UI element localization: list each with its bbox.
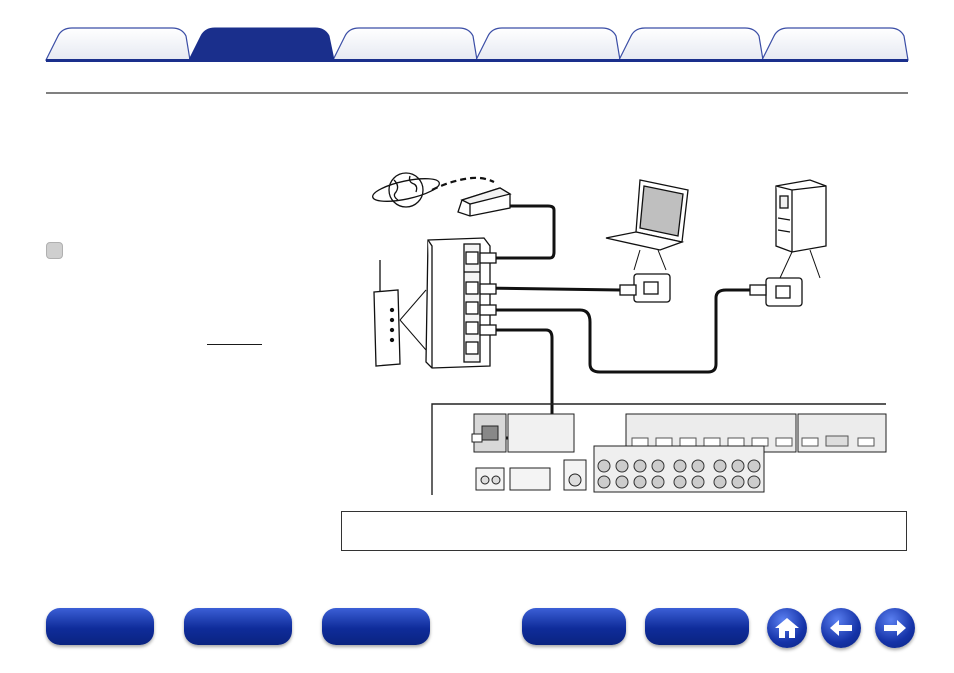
av-receiver-rear-panel — [431, 403, 887, 495]
tab-bar — [0, 0, 954, 64]
forward-button[interactable] — [875, 608, 915, 648]
nav-button-5[interactable] — [645, 608, 749, 645]
tab-5[interactable] — [631, 34, 751, 54]
bullet-marker — [46, 242, 63, 259]
network-connection-diagram — [372, 172, 887, 495]
nav-button-1[interactable] — [46, 608, 154, 645]
arrow-right-icon — [884, 620, 906, 636]
nav-button-3[interactable] — [322, 608, 430, 645]
back-button[interactable] — [821, 608, 861, 648]
arrow-left-icon — [830, 620, 852, 636]
tab-1-shape — [45, 27, 191, 61]
tab-1[interactable] — [58, 34, 178, 54]
laptop-icon — [605, 179, 689, 251]
internet-link — [431, 176, 495, 191]
nav-button-2[interactable] — [184, 608, 292, 645]
tab-3-shape — [332, 27, 478, 61]
section-divider — [46, 92, 908, 94]
router-hub-icon — [425, 237, 491, 369]
tab-4[interactable] — [488, 34, 608, 54]
home-button[interactable] — [767, 608, 807, 648]
internet-globe-icon — [372, 172, 440, 208]
tab-5-shape — [618, 27, 764, 61]
note-box — [341, 511, 907, 551]
tab-bar-shapes — [45, 27, 909, 62]
pc-tower-icon — [775, 179, 827, 253]
tab-2[interactable] — [201, 34, 321, 54]
nav-button-4[interactable] — [522, 608, 626, 645]
home-icon — [775, 618, 799, 638]
tab-4-shape — [475, 27, 621, 61]
tab-3[interactable] — [345, 34, 465, 54]
tab-2-shape — [188, 27, 335, 61]
tab-6-shape — [761, 27, 909, 61]
tab-6[interactable] — [774, 34, 894, 54]
wireless-router-icon — [373, 260, 401, 367]
modem-icon — [457, 187, 512, 217]
link-underline[interactable] — [207, 344, 262, 345]
